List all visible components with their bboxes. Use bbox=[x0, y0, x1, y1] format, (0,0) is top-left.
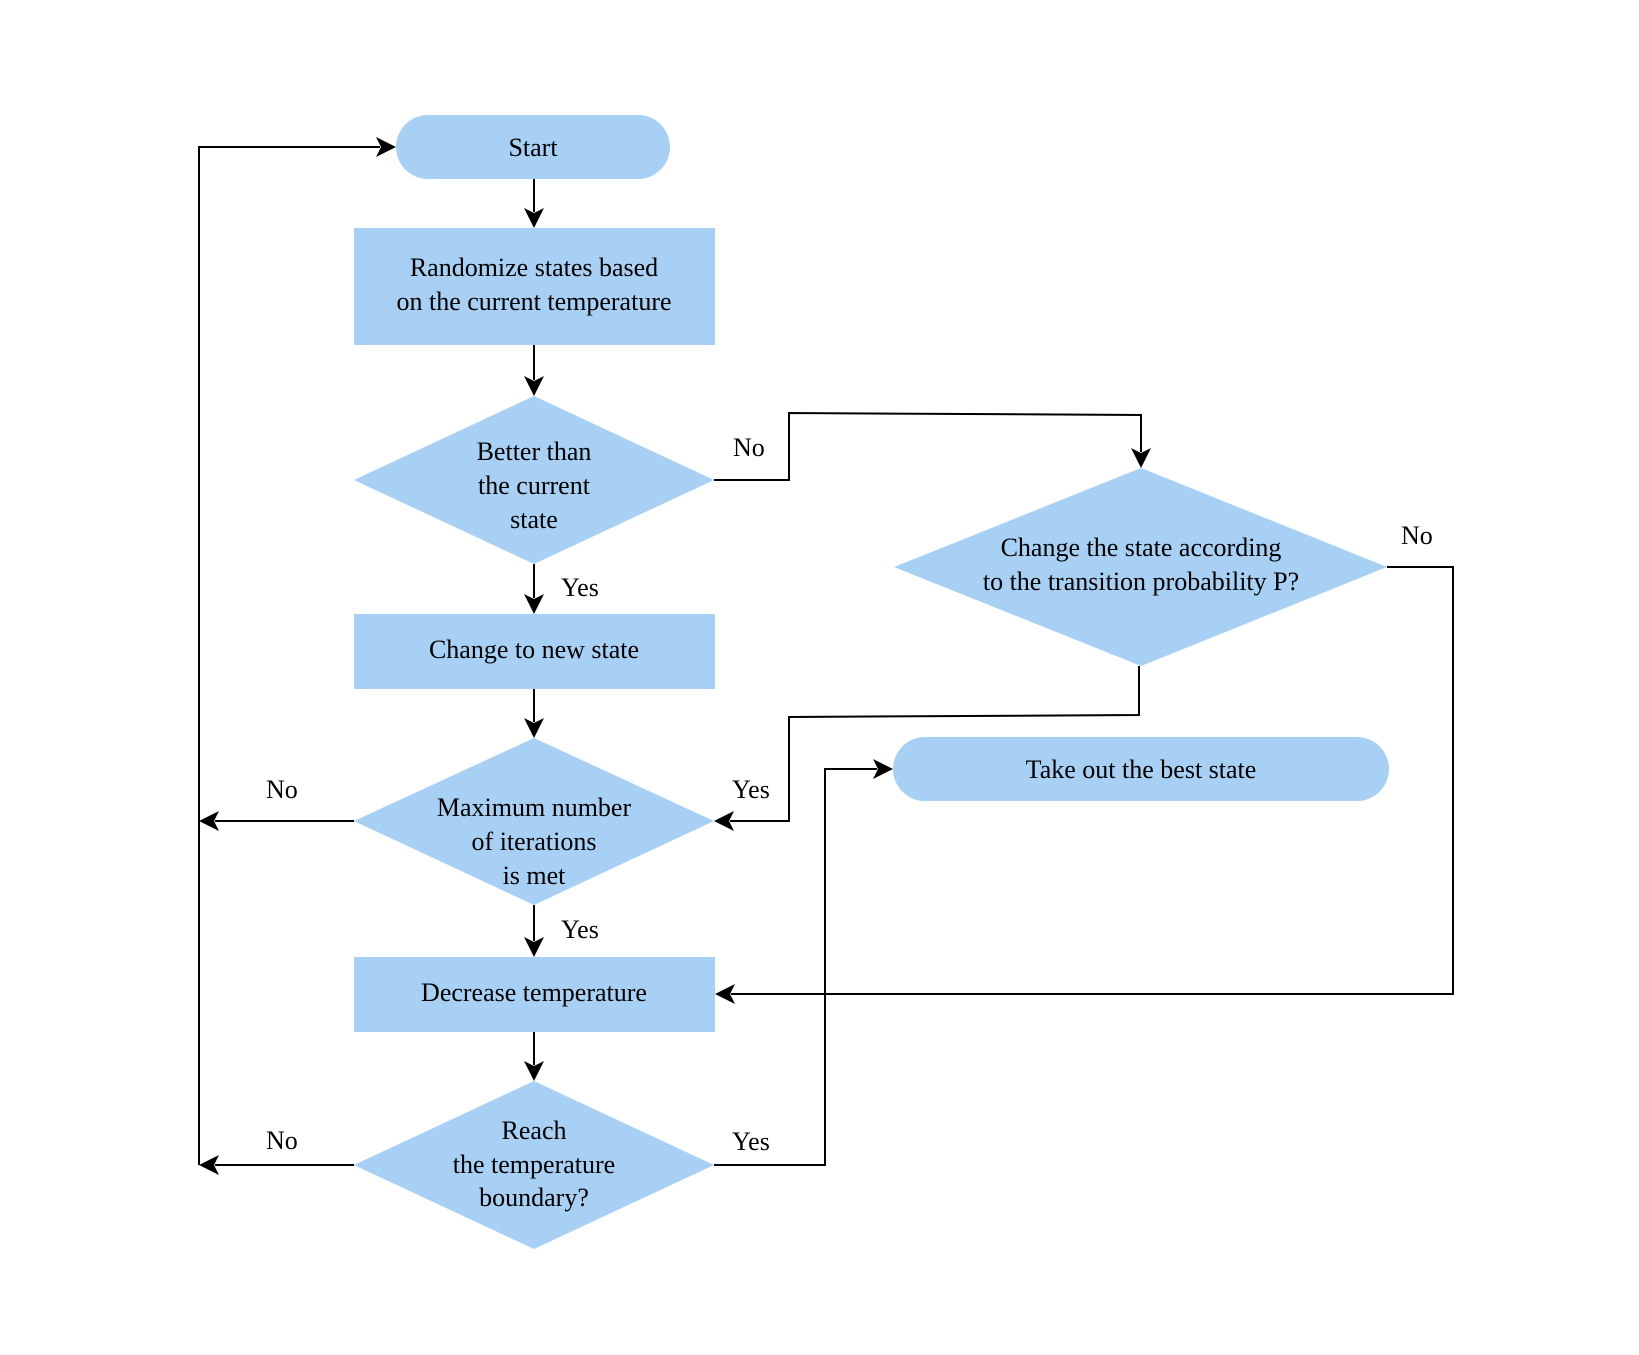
start-text: Start bbox=[508, 133, 558, 162]
arrowhead-change-new-to-max bbox=[524, 718, 544, 738]
arrowhead-randomize-to-better bbox=[524, 376, 544, 396]
label-better-yes: Yes bbox=[561, 573, 599, 602]
randomize-text-line-2: on the current temperature bbox=[396, 287, 671, 316]
edge-loop-to-start bbox=[198, 146, 380, 1165]
arrowhead-better-to-change-new bbox=[524, 594, 544, 614]
arrowhead-max-to-loop bbox=[199, 811, 219, 831]
better-text-line-1: Better than bbox=[477, 437, 592, 466]
change-prob-text-line-1: Change the state according bbox=[1001, 533, 1282, 562]
label-better-no: No bbox=[733, 433, 765, 462]
arrowhead-loop-to-start bbox=[376, 137, 396, 157]
better-text-line-3: state bbox=[510, 505, 558, 534]
edge-reach-to-take-best bbox=[714, 768, 877, 1166]
randomize-text-line-1: Randomize states based bbox=[410, 253, 658, 282]
better-text-line-2: the current bbox=[478, 471, 591, 500]
start-terminal bbox=[396, 115, 670, 179]
decrease-temperature-text: Decrease temperature bbox=[421, 978, 647, 1007]
reach-text-line-3: boundary? bbox=[479, 1183, 589, 1212]
arrowhead-reach-to-take-best bbox=[873, 759, 893, 779]
arrowhead-change-prob-to-max bbox=[714, 811, 734, 831]
arrowhead-start-to-randomize bbox=[524, 208, 544, 228]
label-max-yes: Yes bbox=[561, 915, 599, 944]
change-new-state-process bbox=[354, 614, 715, 689]
max-iterations-text-line-1: Maximum number bbox=[437, 793, 632, 822]
randomize-process bbox=[354, 228, 715, 345]
label-prob-yes: Yes bbox=[732, 775, 770, 804]
decrease-temperature-process bbox=[354, 957, 715, 1032]
change-new-state-text: Change to new state bbox=[429, 635, 639, 664]
arrowhead-decrease-to-reach bbox=[524, 1061, 544, 1081]
max-iterations-decision bbox=[354, 738, 714, 905]
edge-change-prob-to-max bbox=[730, 666, 1140, 822]
edge-change-prob-to-decrease bbox=[731, 566, 1454, 995]
reach-text-line-2: the temperature bbox=[453, 1150, 615, 1179]
arrowhead-reach-to-loop bbox=[199, 1155, 219, 1175]
arrowhead-max-to-decrease bbox=[524, 937, 544, 957]
reach-boundary-decision bbox=[354, 1081, 714, 1249]
arrowhead-better-to-change-prob bbox=[1131, 448, 1151, 468]
reach-text-line-1: Reach bbox=[502, 1116, 567, 1145]
change-prob-text-line-2: to the transition probability P? bbox=[983, 567, 1299, 596]
label-reach-no: No bbox=[266, 1126, 298, 1155]
label-max-no: No bbox=[266, 775, 298, 804]
label-prob-no: No bbox=[1401, 521, 1433, 550]
take-best-text: Take out the best state bbox=[1026, 755, 1257, 784]
arrowhead-change-prob-to-decrease bbox=[715, 984, 735, 1004]
max-iterations-text-line-2: of iterations bbox=[472, 827, 597, 856]
take-best-terminal bbox=[893, 737, 1389, 801]
max-iterations-text-line-3: is met bbox=[503, 861, 567, 890]
better-decision bbox=[354, 396, 714, 564]
change-prob-decision bbox=[894, 468, 1387, 666]
edge-better-to-change-prob bbox=[714, 411, 1142, 481]
label-reach-yes: Yes bbox=[732, 1127, 770, 1156]
